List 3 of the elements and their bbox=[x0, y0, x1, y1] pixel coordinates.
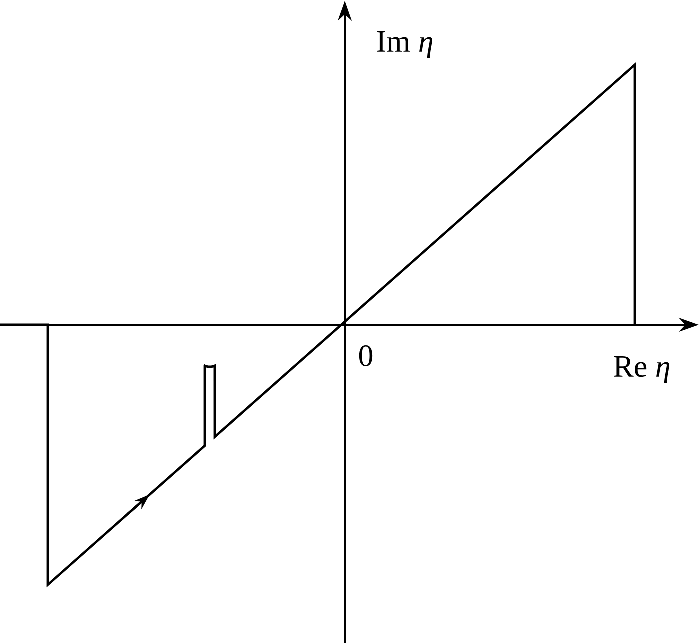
axis-label: Re η bbox=[614, 356, 670, 384]
axis-label: Im η bbox=[377, 32, 432, 58]
origin-label: 0 bbox=[359, 346, 373, 366]
